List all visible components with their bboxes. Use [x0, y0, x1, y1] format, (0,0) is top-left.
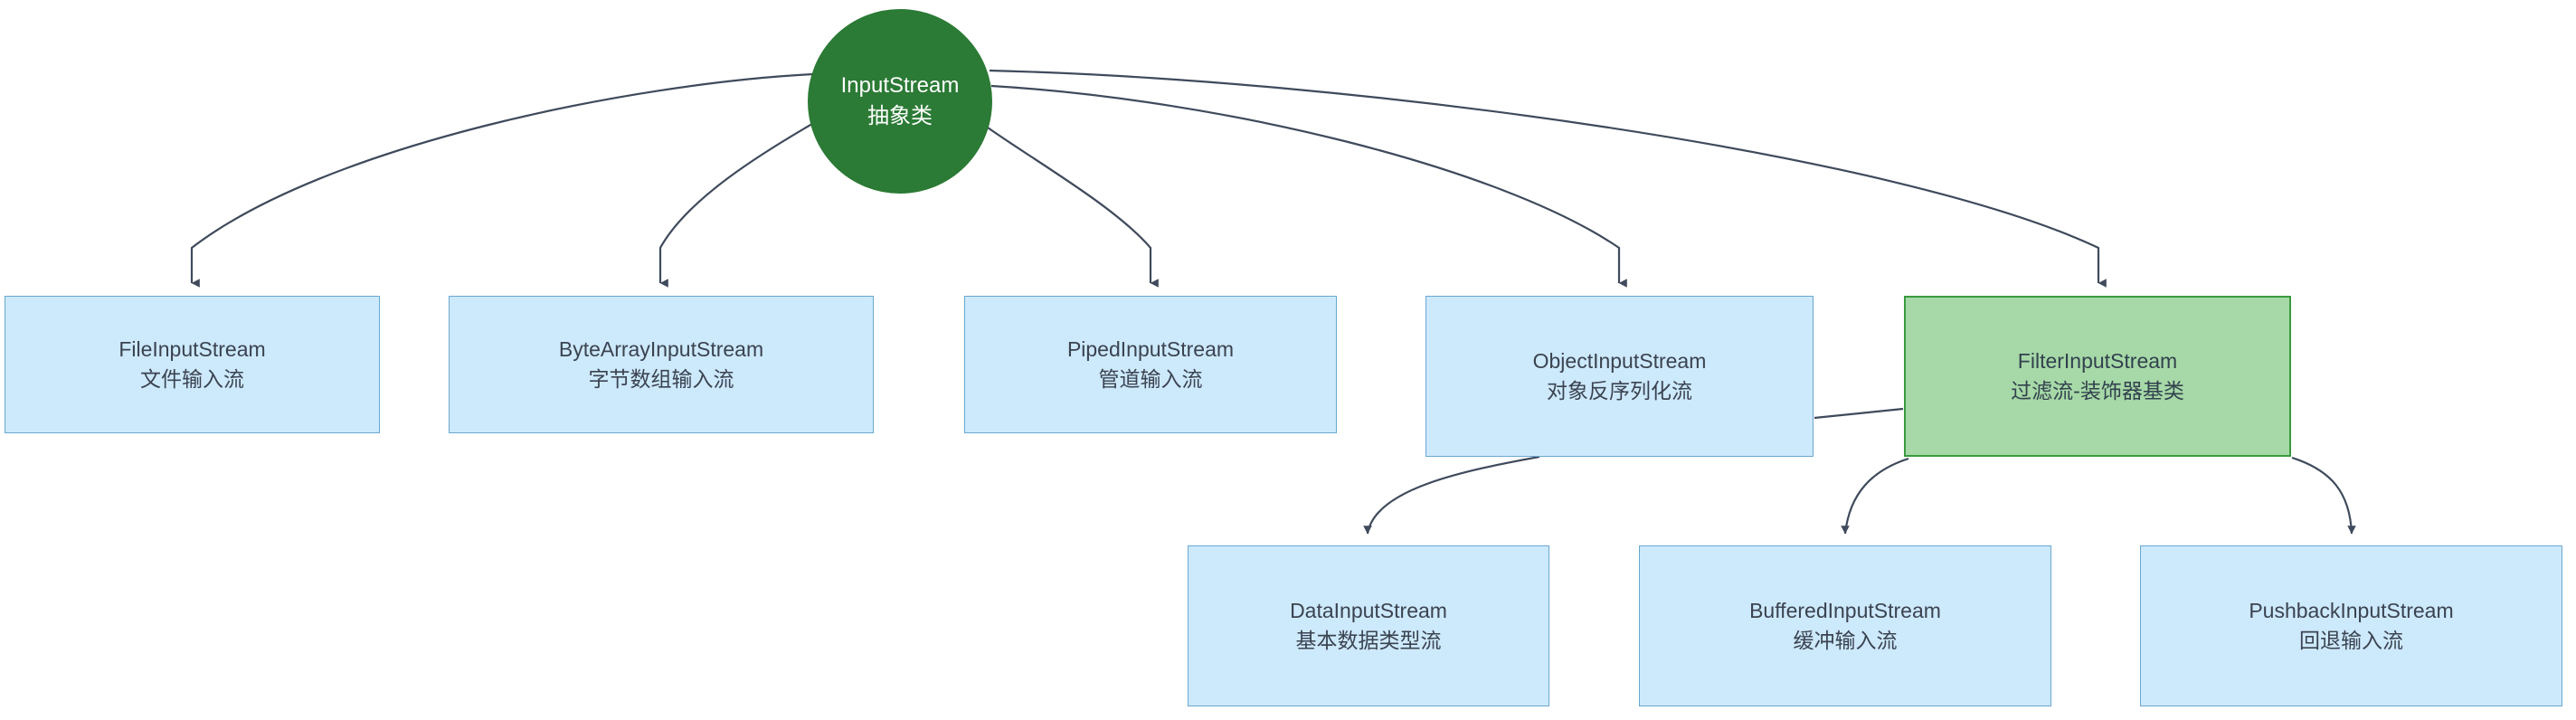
node-fileinputstream[interactable]: FileInputStream 文件输入流	[5, 296, 380, 433]
node-inputstream-root[interactable]: InputStream 抽象类	[808, 9, 992, 194]
node-subtitle: 对象反序列化流	[1547, 379, 1692, 403]
node-subtitle: 字节数组输入流	[588, 367, 734, 391]
node-title: ObjectInputStream	[1532, 349, 1707, 374]
edge-filter-to-data	[1814, 407, 1904, 420]
node-filterinputstream[interactable]: FilterInputStream 过滤流-装饰器基类	[1904, 296, 2291, 457]
node-subtitle: 抽象类	[867, 104, 933, 128]
edge-filter-to-pushback	[2291, 456, 2361, 538]
node-objectinputstream[interactable]: ObjectInputStream 对象反序列化流	[1425, 296, 1814, 457]
node-bufferedinputstream[interactable]: BufferedInputStream 缓冲输入流	[1639, 545, 2051, 706]
node-subtitle: 文件输入流	[140, 367, 244, 391]
edge-root-to-piped	[974, 118, 1159, 288]
node-title: DataInputStream	[1290, 599, 1447, 623]
node-pushbackinputstream[interactable]: PushbackInputStream 回退输入流	[2140, 545, 2562, 706]
node-pipedinputstream[interactable]: PipedInputStream 管道输入流	[964, 296, 1337, 433]
node-subtitle: 缓冲输入流	[1793, 629, 1898, 652]
node-title: PipedInputStream	[1066, 337, 1235, 362]
edge-filter-to-data-tail	[1366, 455, 1540, 540]
node-subtitle: 管道输入流	[1098, 367, 1203, 391]
node-datainputstream[interactable]: DataInputStream 基本数据类型流	[1188, 545, 1549, 706]
node-subtitle: 过滤流-装饰器基类	[2011, 379, 2184, 403]
node-subtitle: 基本数据类型流	[1295, 629, 1442, 652]
node-title: ByteArrayInputStream	[558, 337, 764, 362]
node-title: FileInputStream	[118, 337, 266, 362]
node-title: PushbackInputStream	[2249, 599, 2454, 623]
node-bytearrayinputstream[interactable]: ByteArrayInputStream 字节数组输入流	[449, 296, 874, 433]
node-title: BufferedInputStream	[1749, 599, 1941, 623]
edge-filter-to-buffered	[1843, 457, 1909, 539]
node-subtitle: 回退输入流	[2299, 629, 2403, 652]
edge-root-to-bytearray	[658, 117, 824, 288]
edge-root-to-file	[190, 72, 815, 288]
edge-root-to-filter	[989, 69, 2107, 288]
edge-root-to-object	[990, 84, 1627, 288]
node-title: InputStream	[840, 72, 960, 98]
node-title: FilterInputStream	[2017, 349, 2178, 374]
